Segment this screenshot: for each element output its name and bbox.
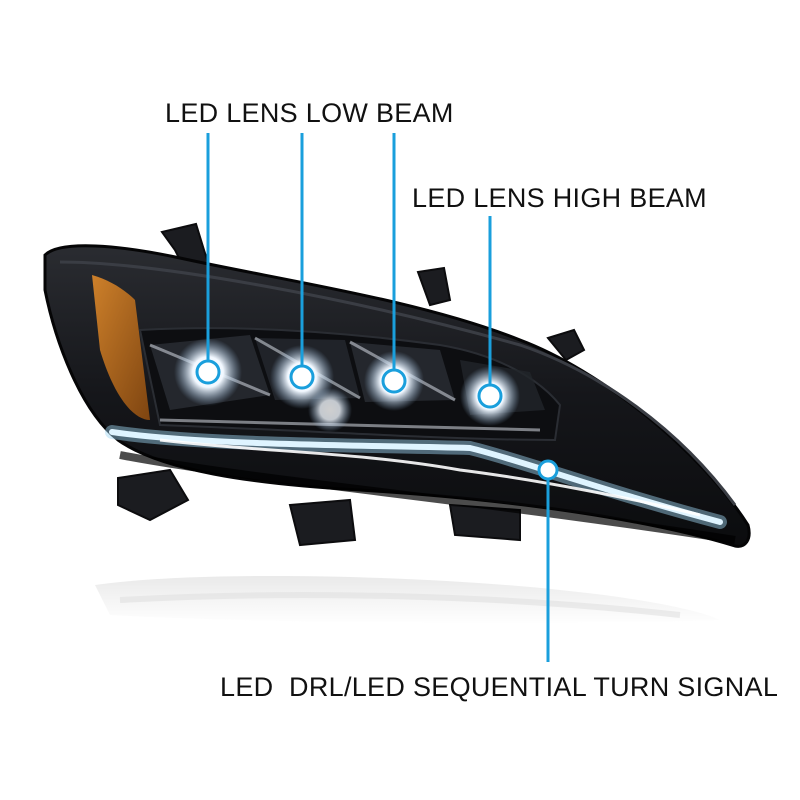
amber-reflector	[92, 275, 150, 420]
callout-lines	[206, 133, 550, 662]
label-high-beam: LED LENS HIGH BEAM	[412, 183, 707, 213]
label-drl-turn-signal: LED DRL/LED SEQUENTIAL TURN SIGNAL	[220, 672, 779, 702]
callout-markers	[195, 359, 559, 481]
label-low-beam: LED LENS LOW BEAM	[165, 98, 454, 128]
led-projectors	[174, 338, 520, 432]
mounting-tabs	[117, 222, 586, 547]
drl-light-bar	[105, 425, 727, 529]
floor-reflection	[95, 575, 720, 624]
